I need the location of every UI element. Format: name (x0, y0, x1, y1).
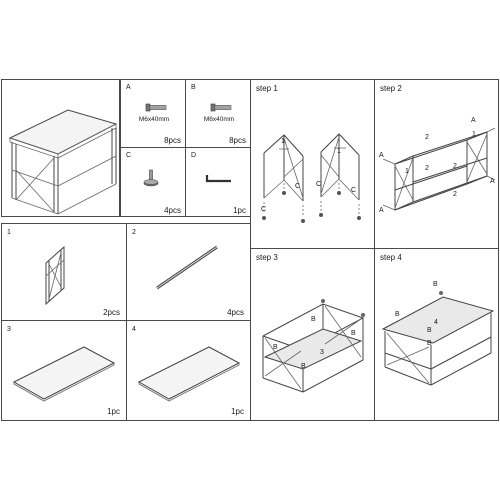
part-number-1: 1 (7, 229, 11, 236)
step-2-callout-part-1: 1 (472, 131, 476, 138)
step-2-callout-part-2: 2 (425, 134, 429, 141)
rail-drawing (156, 245, 218, 290)
step-2-callout-part-2: 2 (425, 165, 429, 172)
part-4-panel: 4 1pc (126, 320, 251, 421)
leveling-foot-icon (143, 169, 159, 187)
allen-key-icon (205, 175, 231, 183)
qty-b: 8pcs (229, 136, 246, 145)
step-2-drawing (382, 127, 496, 211)
part-letter-a: A (126, 84, 131, 91)
qty-part-3: 1pc (107, 407, 120, 416)
step-2-callout-bolt-a: A (471, 117, 476, 124)
qty-part-4: 1pc (231, 407, 244, 416)
hardware-panel-b: B M6x40mm 8pcs (185, 79, 251, 148)
step-4-panel: step 4 B B B B 4 (374, 248, 499, 421)
lower-shelf-drawing (12, 346, 116, 402)
step-1-title: step 1 (256, 84, 278, 93)
step-1-callout-foot-c: C (261, 206, 267, 213)
step-3-callout-bolt-b: B (311, 316, 316, 323)
step-2-panel: step 2 A A A A 1 1 2 2 2 2 (374, 79, 499, 249)
step-4-callout-part-4: 4 (434, 319, 438, 326)
step-3-callout-bolt-b: B (273, 344, 278, 351)
hardware-panel-a: A M6x40mm 8pcs (120, 79, 186, 148)
step-1-callout-part-1: 1 (337, 148, 341, 155)
part-number-3: 3 (7, 326, 11, 333)
bolt-icon (145, 103, 167, 112)
assembled-table-drawing (8, 109, 118, 215)
step-2-callout-part-1: 1 (405, 168, 409, 175)
qty-a: 8pcs (164, 136, 181, 145)
step-3-panel: step 3 B B B B 3 (250, 248, 375, 421)
step-4-callout-bolt-b: B (395, 311, 400, 318)
part-number-2: 2 (132, 229, 136, 236)
qty-d: 1pc (233, 206, 246, 215)
assembled-table-panel (1, 79, 120, 217)
part-1-panel: 1 2pcs (1, 223, 127, 321)
bolt-icon (210, 103, 232, 112)
step-1-callout-part-1: 1 (281, 138, 285, 145)
step-4-title: step 4 (380, 253, 402, 262)
qty-part-1: 2pcs (103, 308, 120, 317)
step-1-callout-foot-c: C (351, 187, 357, 194)
bolt-spec-a: M6x40mm (138, 116, 170, 123)
table-top-drawing (137, 346, 241, 402)
step-4-callout-bolt-b: B (433, 281, 438, 288)
step-3-drawing (262, 299, 365, 393)
part-2-panel: 2 4pcs (126, 223, 251, 321)
part-3-panel: 3 1pc (1, 320, 127, 421)
step-3-callout-bolt-b: B (301, 363, 306, 370)
step-2-callout-part-2: 2 (453, 191, 457, 198)
part-letter-d: D (191, 152, 197, 159)
step-4-callout-bolt-b: B (427, 327, 432, 334)
part-letter-b: B (191, 84, 196, 91)
step-3-title: step 3 (256, 253, 278, 262)
step-1-callout-foot-c: C (295, 183, 301, 190)
step-4-drawing (381, 291, 495, 386)
qty-c: 4pcs (164, 206, 181, 215)
part-letter-c: C (126, 152, 132, 159)
step-2-callout-bolt-a: A (379, 207, 384, 214)
bolt-spec-b: M6x40mm (203, 116, 235, 123)
step-1-callout-foot-c: C (316, 181, 322, 188)
step-1-panel: step 1 1 1 C C C C (250, 79, 375, 249)
step-3-callout-bolt-b: B (351, 330, 356, 337)
step-2-callout-part-2: 2 (453, 163, 457, 170)
step-4-callout-bolt-b: B (427, 340, 432, 347)
step-3-callout-part-3: 3 (320, 349, 324, 356)
hardware-panel-c: C 4pcs (120, 147, 186, 217)
step-2-callout-bolt-a: A (490, 178, 495, 185)
hardware-panel-d: D 1pc (185, 147, 251, 217)
qty-part-2: 4pcs (227, 308, 244, 317)
part-number-4: 4 (132, 326, 136, 333)
step-2-title: step 2 (380, 84, 402, 93)
step-1-drawing (262, 133, 361, 223)
side-frame-drawing (45, 245, 65, 306)
step-2-callout-bolt-a: A (379, 152, 384, 159)
